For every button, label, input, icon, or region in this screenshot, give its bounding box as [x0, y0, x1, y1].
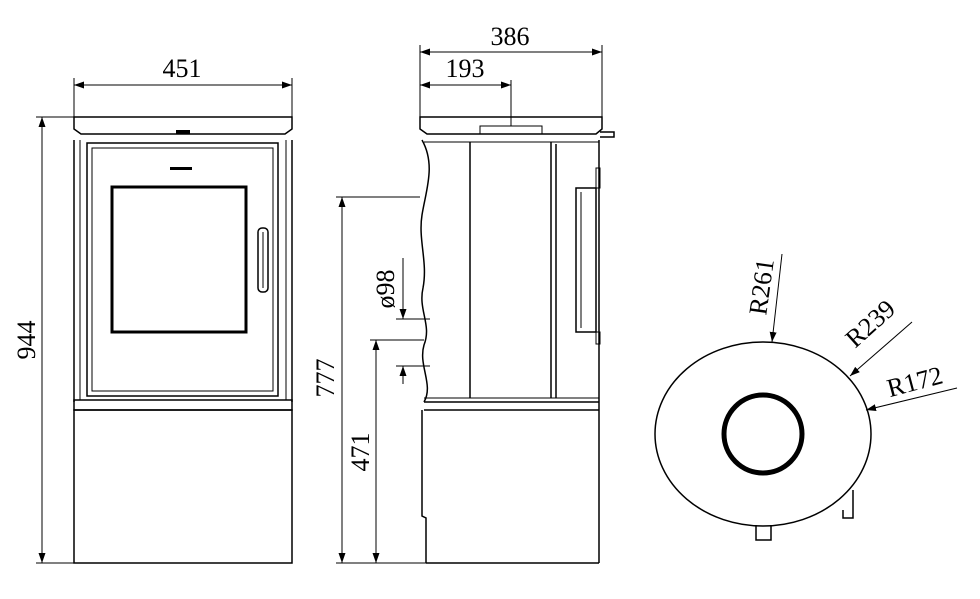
dim-777-label: 777 [311, 359, 340, 398]
side-half-depth-dimension: 193 [420, 54, 512, 126]
radius-r261-callout: R261 [743, 253, 783, 343]
dim-diameter-label: ø98 [371, 270, 400, 309]
front-width-dimension: 451 [73, 54, 293, 117]
dim-r239-label: R239 [840, 294, 901, 353]
front-view [73, 116, 293, 564]
dim-r261-label: R261 [743, 257, 780, 317]
dim-386-label: 386 [491, 22, 530, 51]
dim-r172-label: R172 [884, 360, 946, 403]
radius-r172-callout: R172 [865, 360, 958, 412]
dim-193-label: 193 [446, 54, 485, 83]
radius-r239-callout: R239 [840, 294, 913, 377]
total-height-dimension: 944 [12, 116, 74, 564]
dim-944-label: 944 [12, 321, 41, 360]
side-view [419, 116, 615, 564]
dim-471-label: 471 [346, 433, 375, 472]
top-view [654, 341, 872, 541]
flue-height-dimension: 777 [311, 196, 426, 564]
dim-451-label: 451 [163, 54, 202, 83]
diameter-dimension: ø98 [371, 258, 430, 384]
air-inlet-height-dimension: 471 [346, 339, 424, 563]
side-depth-dimension: 386 [419, 22, 603, 117]
